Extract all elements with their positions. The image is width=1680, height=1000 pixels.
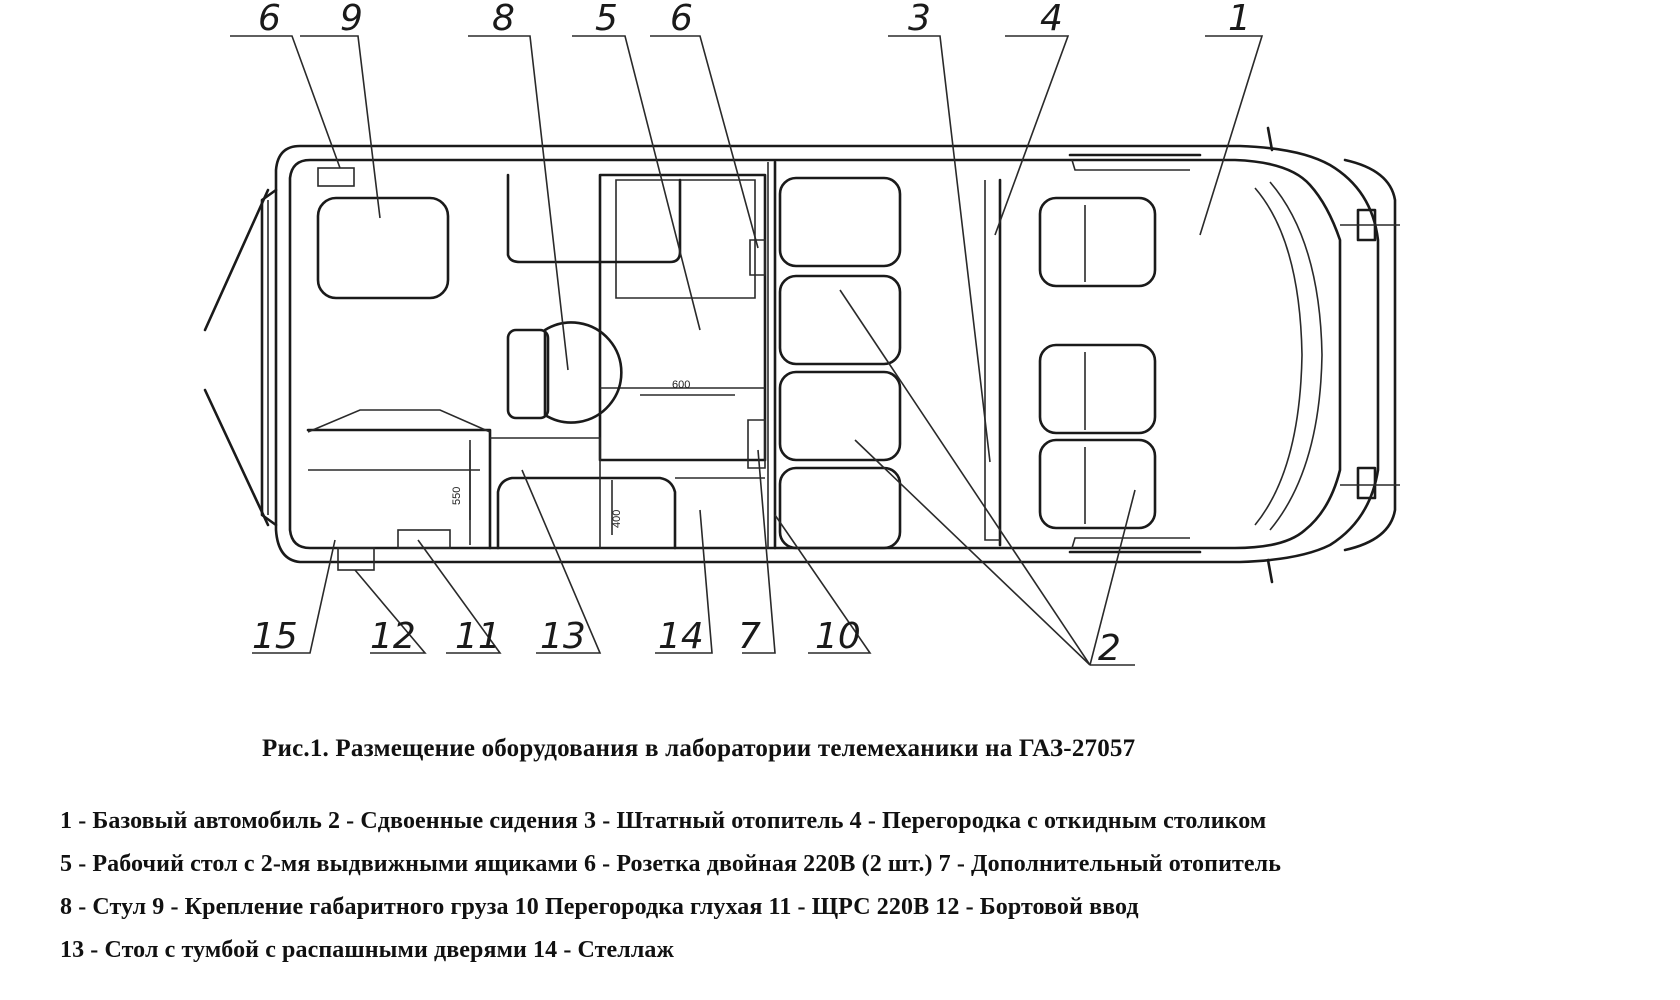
cabin-seats [1038,196,1157,530]
callout-number: 11 [455,616,501,657]
legend-line: 1 - Базовый автомобиль 2 - Сдвоенные сид… [60,808,1267,834]
dimension-label: 600 [672,379,690,391]
callout-number: 9 [340,0,363,39]
chair [506,321,623,424]
socket-rear [317,167,355,187]
callout-number: 1 [1228,0,1251,39]
legend-line: 13 - Стол с тумбой с распашными дверями … [60,937,675,963]
cargo-fixing-area [316,196,450,300]
legend: 1 - Базовый автомобиль 2 - Сдвоенные сид… [60,800,1660,972]
van-body-outline [203,126,1400,584]
dimension-labels: 600 550 400 [451,379,735,535]
callout-number: 14 [658,616,704,657]
callout-number: 15 [252,616,298,657]
callout-number: 13 [540,616,586,657]
partition-walls [767,160,1002,550]
callout-number: 3 [908,0,931,39]
dimension-label: 550 [451,487,463,505]
rack [490,419,766,550]
legend-line: 5 - Рабочий стол с 2-мя выдвижными ящика… [60,851,1282,877]
callout-number: 5 [595,0,618,39]
double-seats-rear [778,176,902,550]
callout-number: 4 [1040,0,1063,39]
callout-number: 6 [670,0,693,39]
callout-leader-lines [230,35,1264,666]
board-input [337,547,375,571]
table-with-cabinet [306,409,492,571]
callout-number: 7 [738,616,761,657]
callout-number: 10 [815,616,861,657]
callout-numbers: 6 9 8 5 6 3 4 1 15 12 11 13 14 7 10 2 [252,0,1251,669]
callout-number: 6 [258,0,281,39]
legend-line: 8 - Стул 9 - Крепление габаритного груза… [60,894,1139,920]
callout-number: 8 [492,0,515,39]
callout-number: 2 [1098,628,1121,669]
figure-caption: Рис.1. Размещение оборудования в лаборат… [262,735,1136,762]
dimension-label: 400 [611,510,623,528]
callout-number: 12 [370,616,416,657]
distribution-board [397,529,451,549]
van-layout-diagram: 600 550 400 6 9 8 5 6 3 4 [203,0,1400,669]
